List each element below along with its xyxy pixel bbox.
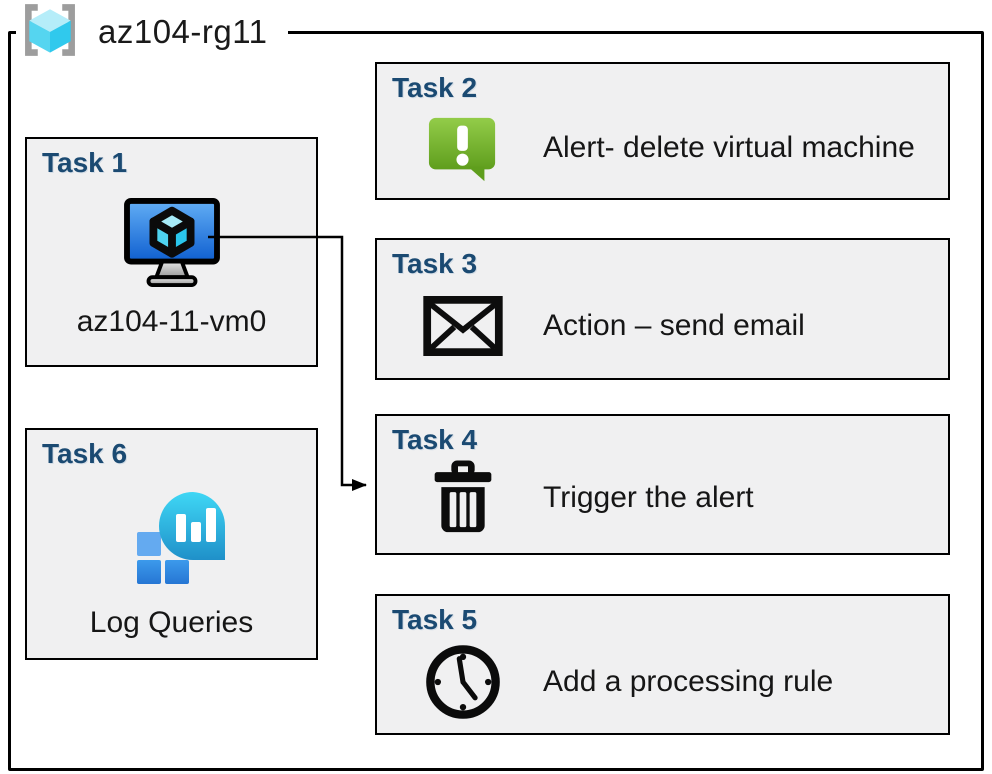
resource-group-label: az104-rg11 (16, 2, 288, 62)
task2-box: Task 2 Alert- delete virtual machine (375, 62, 950, 200)
resource-group-icon (18, 1, 82, 64)
task5-box: Task 5 Add a processing rule (375, 594, 950, 735)
resource-group-name: az104-rg11 (98, 13, 268, 50)
task3-box: Task 3 Action – send email (375, 238, 950, 380)
trash-icon (409, 456, 517, 540)
alert-icon (409, 112, 517, 184)
task6-box: Task 6 Log Queries (25, 428, 318, 660)
task5-title: Task 5 (392, 604, 478, 635)
task1-box: Task 1 az104 (25, 137, 318, 367)
task6-resource-name: Log Queries (89, 606, 254, 639)
task2-title: Task 2 (392, 72, 478, 103)
task2-label: Alert- delete virtual machine (543, 131, 915, 164)
task3-title: Task 3 (392, 248, 478, 279)
task4-title: Task 4 (392, 424, 478, 455)
task1-title: Task 1 (42, 147, 128, 178)
task6-title: Task 6 (42, 438, 128, 469)
task4-label: Trigger the alert (543, 480, 754, 514)
task5-label: Add a processing rule (543, 664, 834, 698)
virtual-machine-icon (27, 179, 316, 305)
email-icon (409, 296, 517, 356)
task3-label: Action – send email (543, 309, 805, 342)
log-queries-icon (27, 470, 316, 606)
task4-box: Task 4 Trigger the alert (375, 414, 950, 555)
task1-resource-name: az104-11-vm0 (76, 305, 267, 338)
clock-icon (409, 641, 517, 723)
